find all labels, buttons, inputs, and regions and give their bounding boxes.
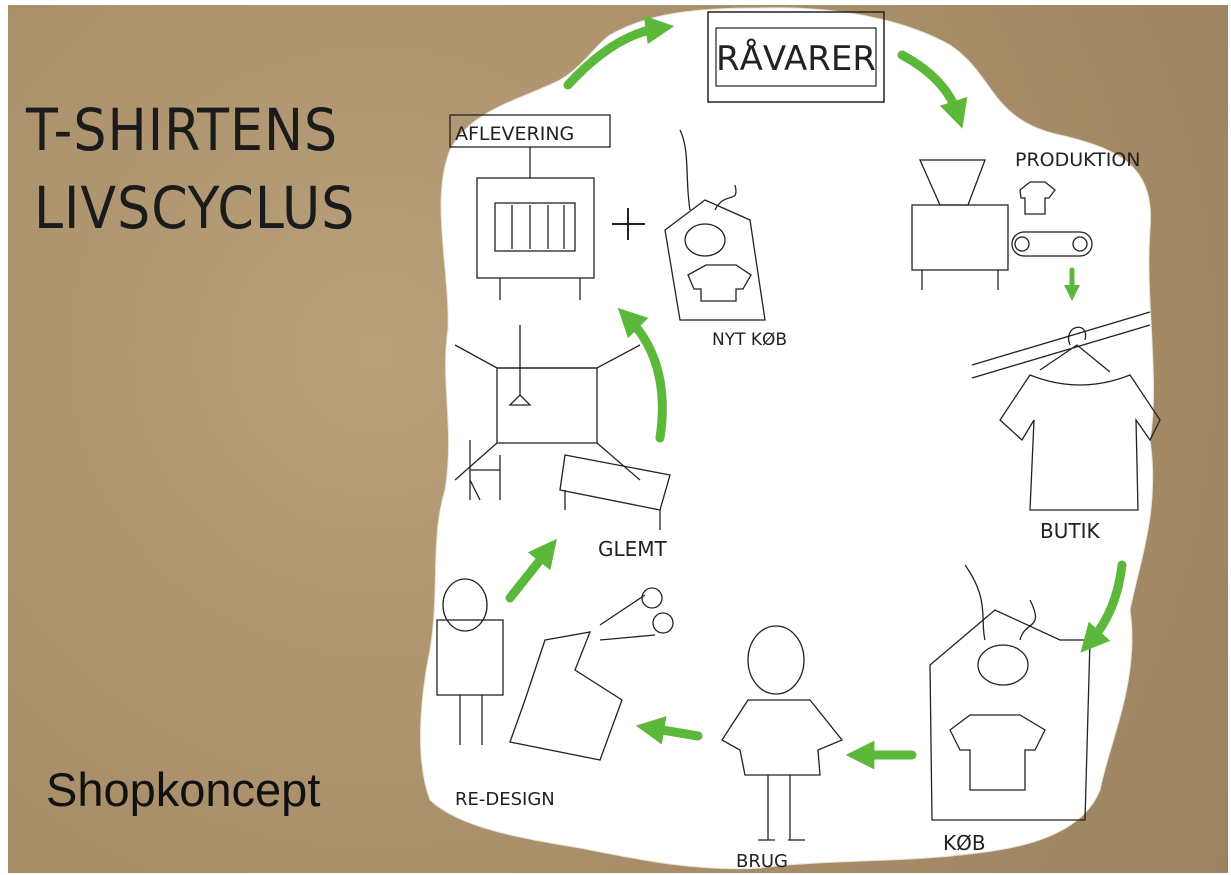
aflevering-label: AFLEVERING	[455, 123, 574, 145]
title-line-2: LIVSCYCLUS	[34, 174, 355, 242]
kob-label: KØB	[943, 831, 986, 855]
redesign-label: RE-DESIGN	[455, 789, 555, 810]
butik-label: BUTIK	[1040, 519, 1100, 543]
caption: Shopkoncept	[46, 762, 320, 817]
nyt-kob-label: NYT KØB	[712, 330, 787, 350]
glemt-label: GLEMT	[598, 537, 668, 561]
ravarer-label: RÅVARER	[716, 38, 876, 79]
brug-label: BRUG	[736, 851, 788, 872]
title-line-1: T-SHIRTENS	[25, 96, 338, 164]
produktion-label: PRODUKTION	[1015, 149, 1141, 171]
